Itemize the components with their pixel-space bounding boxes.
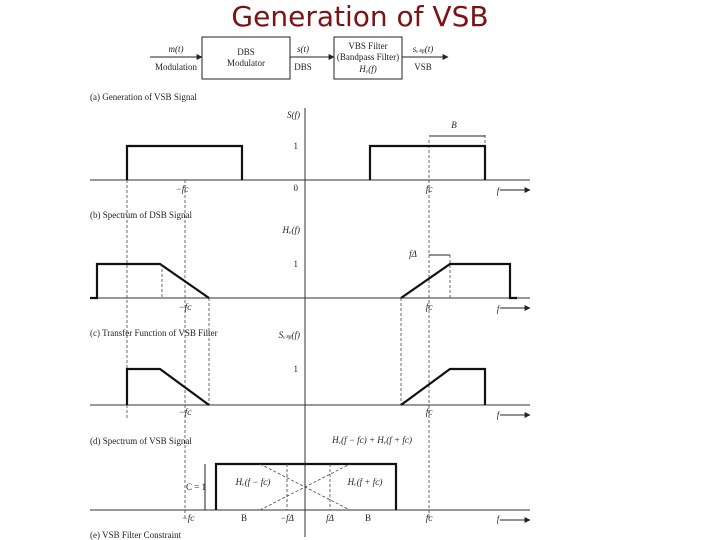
panel-d-f: f bbox=[497, 410, 501, 420]
panel-e-fc: fᴄ bbox=[426, 513, 434, 523]
panel-e-right-label: Hᵥ(f + fᴄ) bbox=[347, 477, 383, 487]
panel-e-f: f bbox=[497, 514, 501, 524]
panel-b-left-band bbox=[125, 144, 244, 180]
panel-e-right-shifted-response bbox=[259, 463, 351, 511]
input-signal: m(t) bbox=[169, 44, 184, 54]
panel-b-zero: 0 bbox=[294, 183, 299, 193]
panel-c-fa: fΔ bbox=[409, 249, 417, 259]
panel-c-f: f bbox=[497, 304, 501, 314]
panel-d-vsb-spectrum: Sᵥₛᵦ(f) 1 −fᴄ fᴄ f bbox=[90, 330, 531, 420]
panel-c-fc: fᴄ bbox=[426, 302, 434, 312]
dbs-box-line2: Modulator bbox=[227, 58, 265, 68]
panel-b-right-band bbox=[368, 144, 487, 180]
panel-e-c-label: C = 1 bbox=[186, 482, 206, 492]
dbs-box-line1: DBS bbox=[237, 47, 255, 57]
filter-line3: Hᵥ(f) bbox=[358, 64, 377, 74]
caption-b: (b) Spectrum of DSB Signal bbox=[90, 210, 192, 220]
slide-title: Generation of VSB bbox=[231, 0, 489, 33]
panel-e-sum-label: Hᵥ(f − fᴄ) + Hᵥ(f + fᴄ) bbox=[331, 435, 412, 445]
dbs-modulator-box bbox=[201, 36, 291, 80]
block-diagram: m(t) Modulation DBS Modulator s(t) DBS V… bbox=[150, 36, 449, 80]
filter-line2: (Bandpass Filter) bbox=[337, 52, 399, 62]
panel-b-ylabel: S(f) bbox=[287, 110, 300, 120]
caption-e: (e) VSB Filter Constraint bbox=[90, 530, 182, 540]
panel-b-fc: fᴄ bbox=[426, 184, 434, 194]
panel-d-neg-fc: −fᴄ bbox=[179, 407, 193, 417]
panel-e-constant-sum bbox=[214, 462, 398, 510]
output-signal: sᵥₛᵦ(t) bbox=[413, 44, 433, 54]
filter-line1: VBS Filter bbox=[348, 41, 387, 51]
panel-d-ylabel: Sᵥₛᵦ(f) bbox=[279, 330, 300, 340]
panel-e-neg-fa: −fΔ bbox=[280, 513, 294, 523]
caption-c: (c) Transfer Function of VSB Filter bbox=[90, 328, 218, 338]
panel-b-one: 1 bbox=[294, 141, 299, 151]
caption-a: (a) Generation of VSB Signal bbox=[90, 92, 197, 102]
bandwidth-label: B bbox=[451, 120, 457, 130]
mid-label: DBS bbox=[294, 62, 312, 72]
panel-d-one: 1 bbox=[294, 364, 299, 374]
caption-d: (d) Spectrum of VSB Signal bbox=[90, 436, 192, 446]
panel-c-right-response bbox=[400, 262, 517, 300]
panel-c-one: 1 bbox=[294, 259, 299, 269]
panel-c-filter-response: fΔ Hᵥ(f) 1 −fᴄ fᴄ f bbox=[90, 225, 531, 314]
vsb-filter-box bbox=[333, 36, 403, 80]
input-label: Modulation bbox=[155, 62, 197, 72]
panel-e-neg-b: B bbox=[241, 513, 247, 523]
panel-e-fa: fΔ bbox=[326, 513, 334, 523]
mid-signal: s(t) bbox=[297, 44, 309, 54]
output-label: VSB bbox=[414, 62, 432, 72]
panel-c-left-response bbox=[90, 262, 210, 300]
panel-c-ylabel: Hᵥ(f) bbox=[281, 225, 300, 235]
panel-b-f: f bbox=[497, 186, 501, 196]
panel-d-left-sideband bbox=[125, 367, 210, 406]
panel-c-neg-fc: −fᴄ bbox=[179, 302, 193, 312]
panel-b-neg-fc: −fᴄ bbox=[176, 184, 190, 194]
panel-e-pos-b: B bbox=[365, 513, 371, 523]
panel-b-dsb-spectrum: B S(f) 1 0 −fᴄ fᴄ f bbox=[90, 110, 531, 196]
panel-e-neg-fc: −fᴄ bbox=[182, 513, 196, 523]
panel-d-right-sideband bbox=[400, 367, 487, 406]
panel-e-left-label: Hᵥ(f − fᴄ) bbox=[235, 477, 271, 487]
panel-d-fc: fᴄ bbox=[426, 407, 434, 417]
panel-e-filter-constraint: C = 1 Hᵥ(f − fᴄ) + Hᵥ(f + fᴄ) Hᵥ(f − fᴄ)… bbox=[90, 435, 531, 524]
